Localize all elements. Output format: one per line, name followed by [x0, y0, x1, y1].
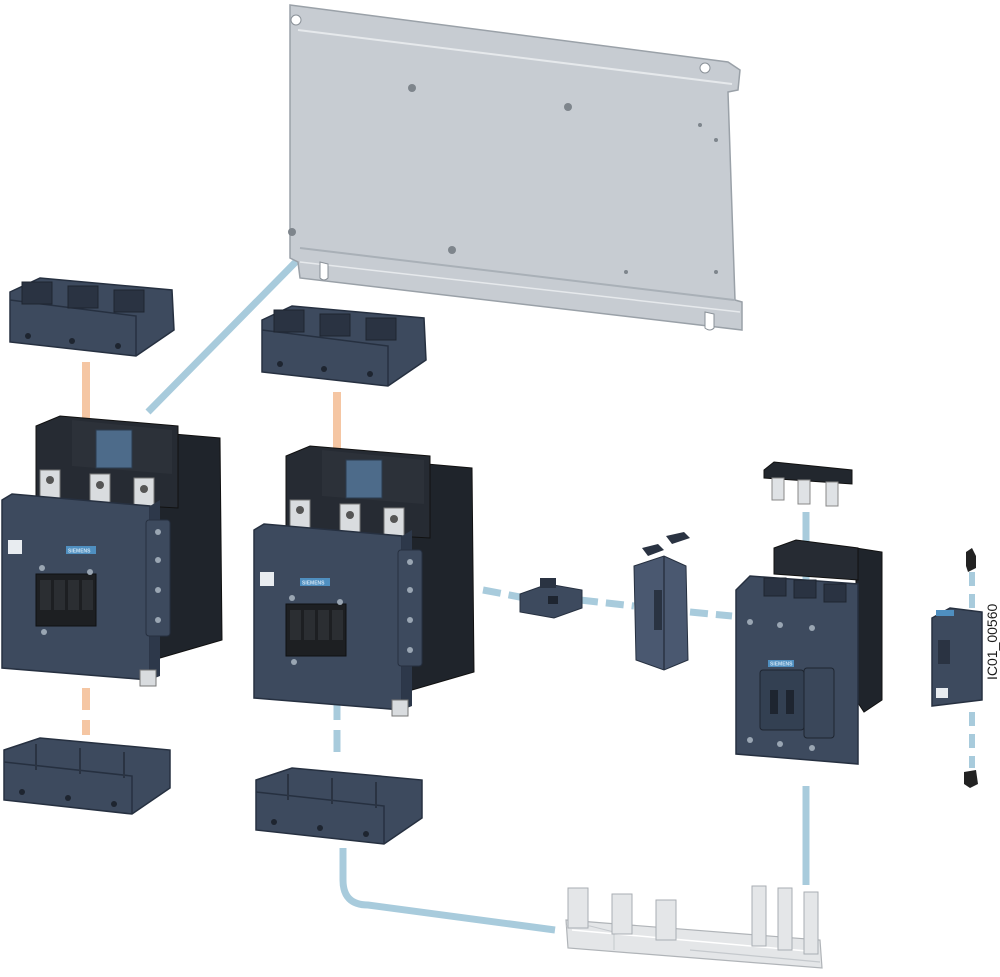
- contactor-3: SIEMENS: [735, 539, 883, 765]
- guide-interlock-right: [689, 608, 733, 620]
- busbar-leg: [611, 893, 633, 935]
- brand-label: SIEMENS: [302, 581, 325, 587]
- busbar-set: [565, 885, 823, 969]
- interlock-clips: [642, 532, 690, 556]
- timing-relay-module: IC01_00560: [931, 548, 1000, 788]
- qr-code: [260, 572, 274, 586]
- busbar-leg: [803, 891, 819, 955]
- contactor-1: SIEMENS: [1, 415, 223, 687]
- guide-interlock-left: [482, 586, 526, 602]
- mechanical-interlock: [633, 555, 689, 671]
- contactor-2: SIEMENS: [253, 445, 475, 717]
- assembly-guide-lines: [82, 155, 975, 934]
- terminal-cover-bottom-2: [255, 767, 423, 845]
- brand-label: SIEMENS: [68, 549, 91, 555]
- guide-busbar-curve: [339, 848, 556, 934]
- interlock-connector: [519, 578, 583, 619]
- terminal-cover-top-1: [9, 277, 175, 357]
- busbar-leg: [655, 899, 677, 941]
- qr-code: [8, 540, 22, 554]
- busbar-leg: [777, 887, 793, 951]
- brand-label: SIEMENS: [770, 662, 793, 668]
- guide-interlock-mid: [579, 596, 635, 610]
- busbar-leg: [751, 885, 767, 947]
- top-link-bar: [763, 461, 853, 507]
- mounting-plate: [288, 4, 743, 331]
- terminal-cover-top-2: [261, 305, 427, 387]
- terminal-cover-bottom-1: [3, 737, 171, 815]
- busbar-leg: [567, 887, 589, 929]
- image-id-label: IC01_00560: [984, 603, 1000, 680]
- qr-code: [936, 688, 948, 698]
